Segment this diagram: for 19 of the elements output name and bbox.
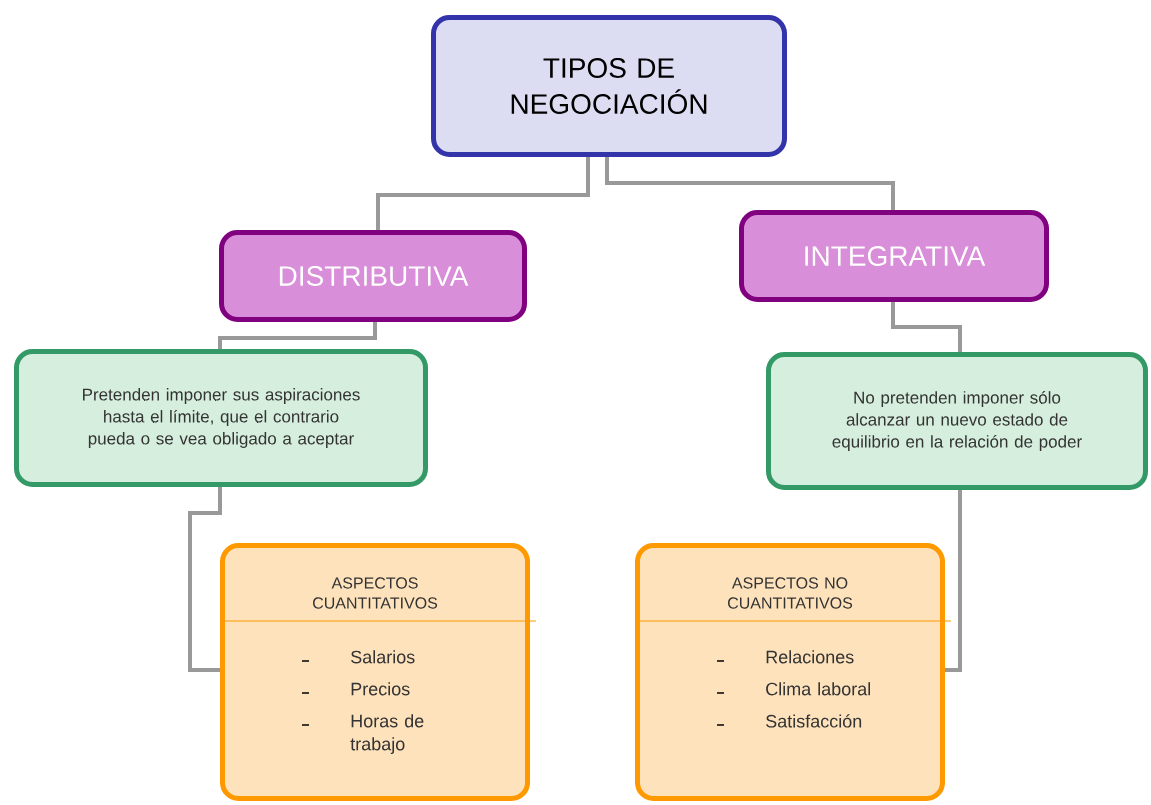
connector-line bbox=[188, 487, 222, 672]
title-box: TIPOS DE NEGOCIACIÓN bbox=[431, 15, 787, 157]
category-box: DISTRIBUTIVA bbox=[219, 230, 527, 322]
connector-line bbox=[218, 322, 377, 349]
connector-line bbox=[605, 157, 895, 210]
category-box: INTEGRATIVA bbox=[739, 210, 1049, 302]
list-item: Precios bbox=[301, 682, 410, 696]
description-box: No pretenden imponer sólo alcanzar un nuevo estado de equilibrio en la relación de poder bbox=[766, 352, 1148, 490]
list-item: Satisfacción bbox=[716, 714, 862, 728]
connector-line bbox=[945, 490, 962, 672]
description-box: Pretenden imponer sus aspiraciones hasta el límite, que el contrario pueda o se vea obligado a aceptar bbox=[14, 349, 428, 487]
list-item: Clima laboral bbox=[716, 682, 870, 696]
box-heading: ASPECTOS NO CUANTITATIVOS bbox=[728, 577, 853, 609]
connector-line bbox=[891, 302, 962, 352]
connector-line bbox=[376, 157, 590, 230]
list-item: Horas de trabajo bbox=[301, 714, 424, 754]
list-item: Relaciones bbox=[716, 650, 854, 664]
box-heading: ASPECTOS CUANTITATIVOS bbox=[313, 577, 438, 609]
list-item: Salarios bbox=[301, 650, 415, 664]
